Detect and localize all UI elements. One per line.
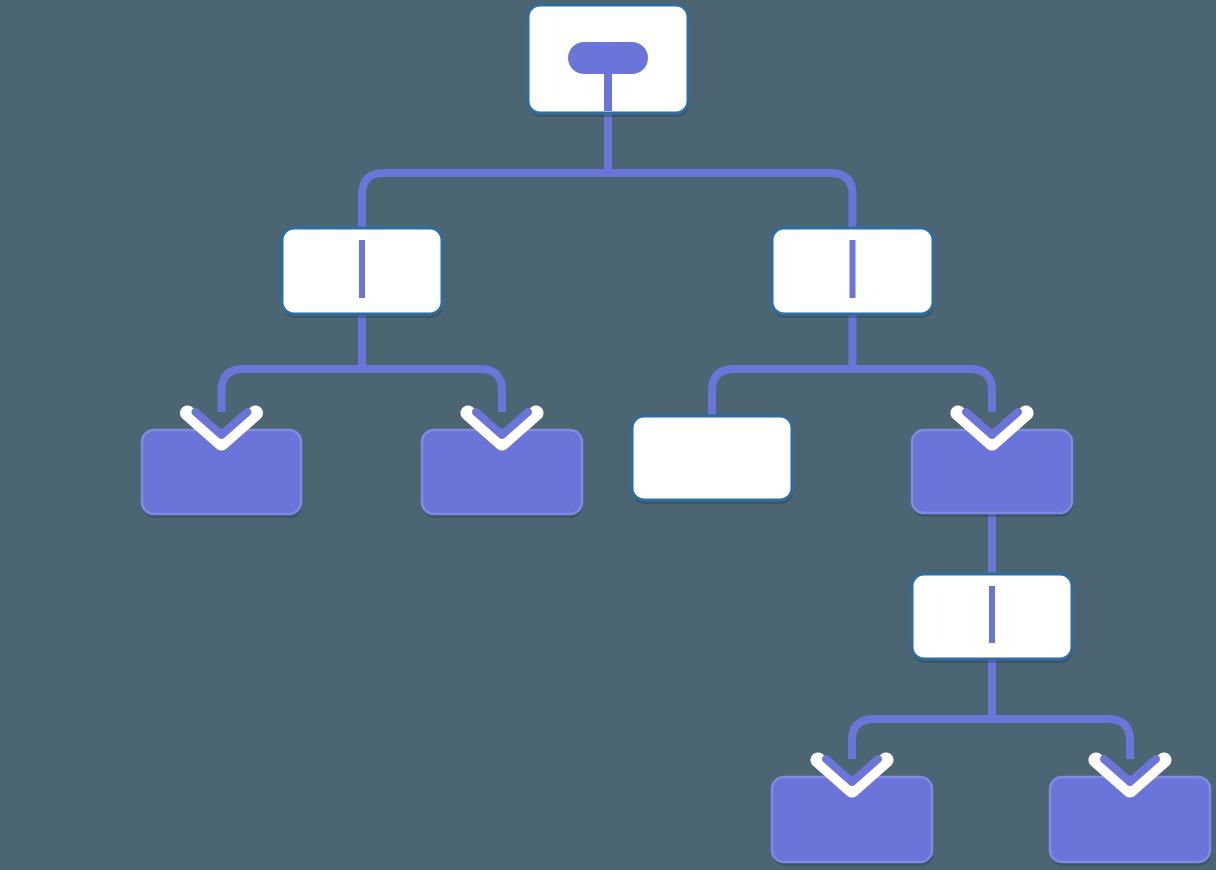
arrow-chevron — [962, 408, 1022, 439]
arrow-casing-chevron — [460, 405, 544, 451]
connector-rail-l4-pass — [848, 715, 1134, 759]
node-leaf-d[interactable] — [1048, 775, 1212, 866]
arrow-casing-chevron — [1088, 752, 1172, 798]
tree-icon — [568, 42, 648, 111]
arrow-chevron — [191, 408, 252, 439]
arrow-down-icon — [180, 405, 263, 451]
arrow-casing-chevron — [950, 405, 1034, 451]
node-root[interactable] — [526, 3, 690, 117]
tree-icon-crown — [568, 42, 648, 74]
node-leaf-c[interactable] — [770, 775, 934, 866]
arrow-down-icon — [1088, 752, 1172, 798]
connector-rail-root — [358, 169, 857, 232]
pass-through-bar-icon — [849, 240, 856, 298]
arrow-chevron — [822, 755, 882, 786]
arrow-down-icon — [460, 405, 544, 451]
arrow-chevron — [472, 408, 532, 439]
pass-through-bar-icon — [359, 240, 365, 298]
arrow-down-icon — [950, 405, 1034, 451]
card-l3-white[interactable] — [630, 414, 794, 502]
arrow-chevron — [1100, 755, 1160, 786]
tree-icon-trunk — [604, 69, 612, 111]
connectors — [217, 111, 1134, 759]
node-leaf-a[interactable] — [140, 428, 303, 518]
pass-through-bar-icon — [989, 586, 995, 643]
node-leaf-b[interactable] — [420, 428, 584, 518]
connector-rail-l2-left — [217, 365, 506, 412]
arrow-casing-chevron — [810, 752, 894, 798]
node-l2-right[interactable] — [770, 226, 935, 318]
nodes — [140, 3, 1212, 866]
arrow-down-icon — [810, 752, 894, 798]
node-l3-white[interactable] — [630, 414, 794, 504]
node-l2-left[interactable] — [280, 226, 444, 318]
connector-rail-l2-right — [708, 365, 996, 420]
node-l4-pass[interactable] — [910, 572, 1074, 663]
arrow-casing-chevron — [180, 405, 263, 451]
arrowheads — [180, 405, 1172, 798]
